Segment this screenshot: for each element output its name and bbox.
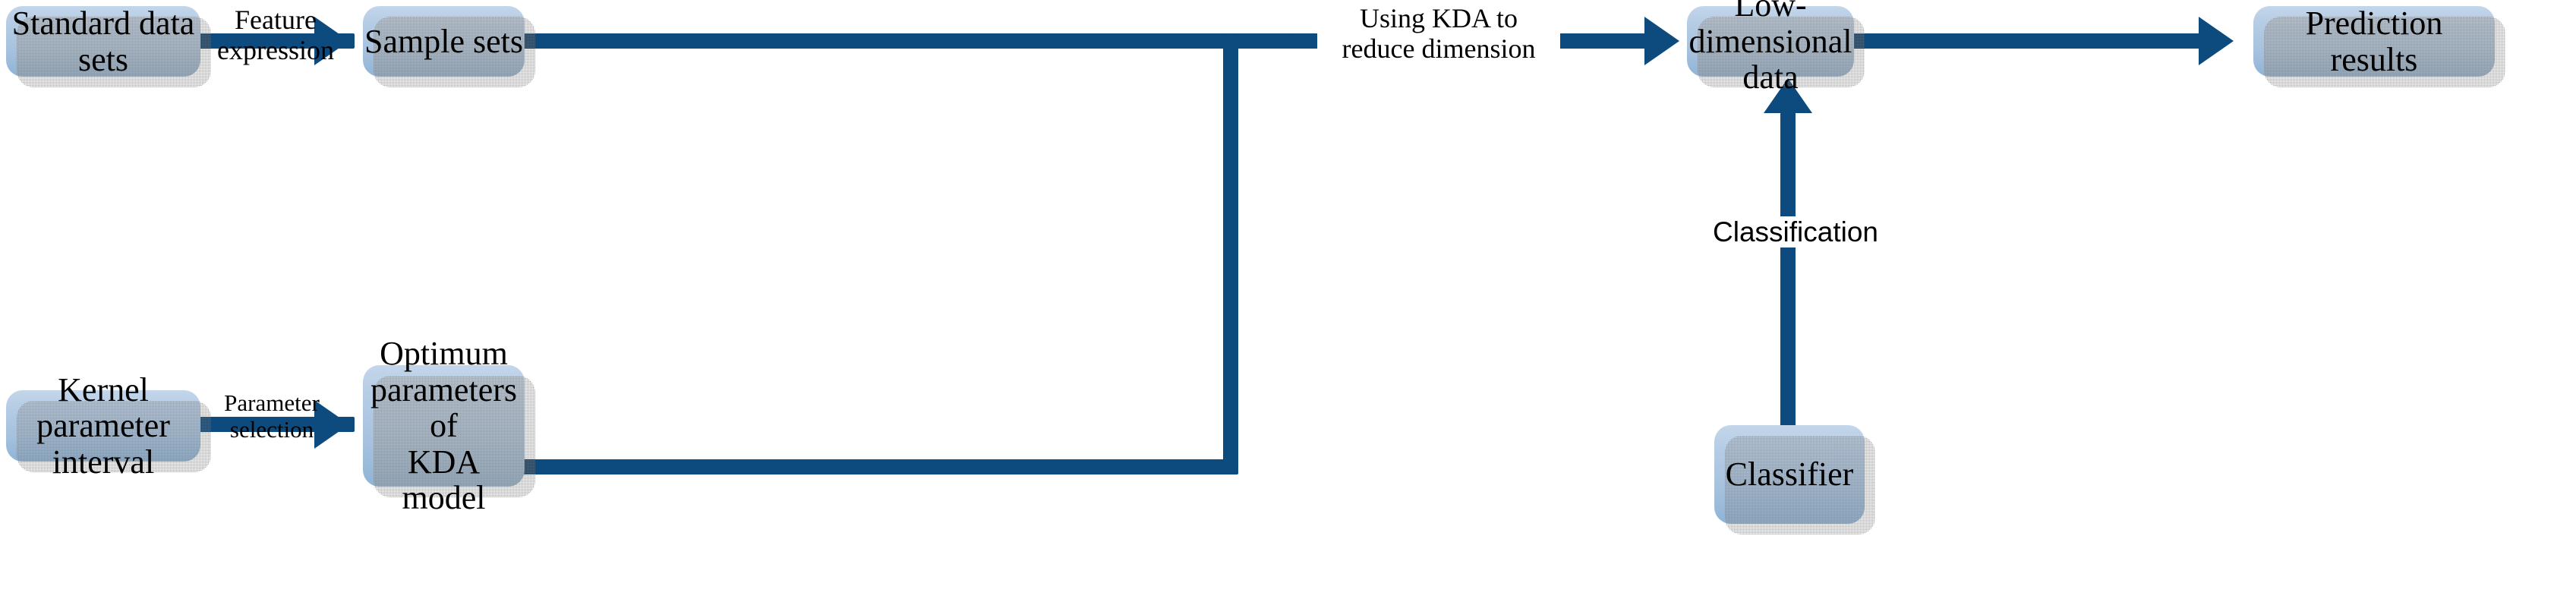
edge-label-using-kda: Using KDA to reduce dimension [1317,3,1560,65]
node-optimum-parameters-kda[interactable]: Optimum parameters of KDA model [363,336,535,515]
edge-classification-line [1780,112,1796,431]
edge-using-kda-vertical-line [1223,33,1238,467]
edge-to-prediction-arrowhead [2199,17,2234,65]
node-label: Classifier [1725,456,1854,493]
node-classifier[interactable]: Classifier [1714,425,1875,534]
node-label: Prediction results [2305,4,2443,78]
node-prediction-results[interactable]: Prediction results [2253,4,2505,87]
edge-classification-arrowhead [1764,78,1812,113]
node-low-dimensional-data[interactable]: Low-dimensional data [1687,0,1865,95]
edge-parameter-selection-line [191,417,355,432]
edge-to-prediction-line [1846,33,2203,49]
node-sample-sets[interactable]: Sample sets [363,6,535,87]
edge-using-kda-top-line [515,33,1307,49]
node-label: Sample sets [364,22,523,60]
edge-label-feature-expression: Feature expression [217,5,334,66]
node-standard-data-sets[interactable]: Standard data sets [6,4,211,87]
node-label: Kernel parameter interval [36,370,170,481]
node-label: Standard data sets [11,4,195,78]
edge-label-classification: Classification [1678,216,1913,248]
node-label: Low-dimensional data [1688,0,1852,96]
node-kernel-parameter-interval[interactable]: Kernel parameter interval [6,372,211,480]
edge-using-kda-arrowhead [1644,17,1679,65]
edge-feature-expression-line [191,33,355,49]
edge-using-kda-bottom-line [515,459,1238,474]
edge-label-parameter-selection: Parameter selection [224,389,320,443]
edge-feature-expression-arrowhead [314,17,349,65]
node-label: Optimum parameters of KDA model [370,335,517,517]
edge-parameter-selection-arrowhead [314,400,349,449]
